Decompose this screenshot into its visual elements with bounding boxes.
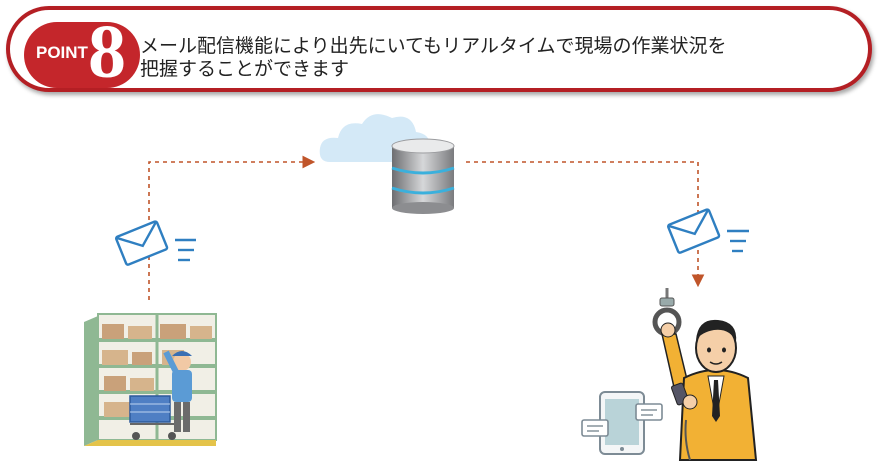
commuter-with-phone-illustration	[652, 288, 758, 461]
banner-line-1: メール配信機能により出先にいてもリアルタイムで現場の作業状況を	[140, 35, 727, 57]
badge-number: 8	[88, 22, 126, 88]
arrow-worker-to-cloud	[148, 155, 316, 300]
point-badge: POINT 8	[24, 22, 140, 88]
mail-icon	[115, 220, 196, 266]
arrow-db-to-commuter	[466, 161, 705, 288]
mail-icon	[667, 208, 749, 254]
tablet-chat-icon	[581, 391, 663, 455]
badge-label: POINT	[36, 43, 88, 62]
warehouse-worker-illustration	[84, 313, 217, 446]
database-icon	[391, 138, 455, 214]
banner-text: メール配信機能により出先にいてもリアルタイムで現場の作業状況を 把握することがで…	[140, 35, 780, 81]
point-banner: POINT 8 メール配信機能により出先にいてもリアルタイムで現場の作業状況を …	[6, 6, 872, 92]
banner-line-2: 把握することができます	[140, 58, 350, 80]
